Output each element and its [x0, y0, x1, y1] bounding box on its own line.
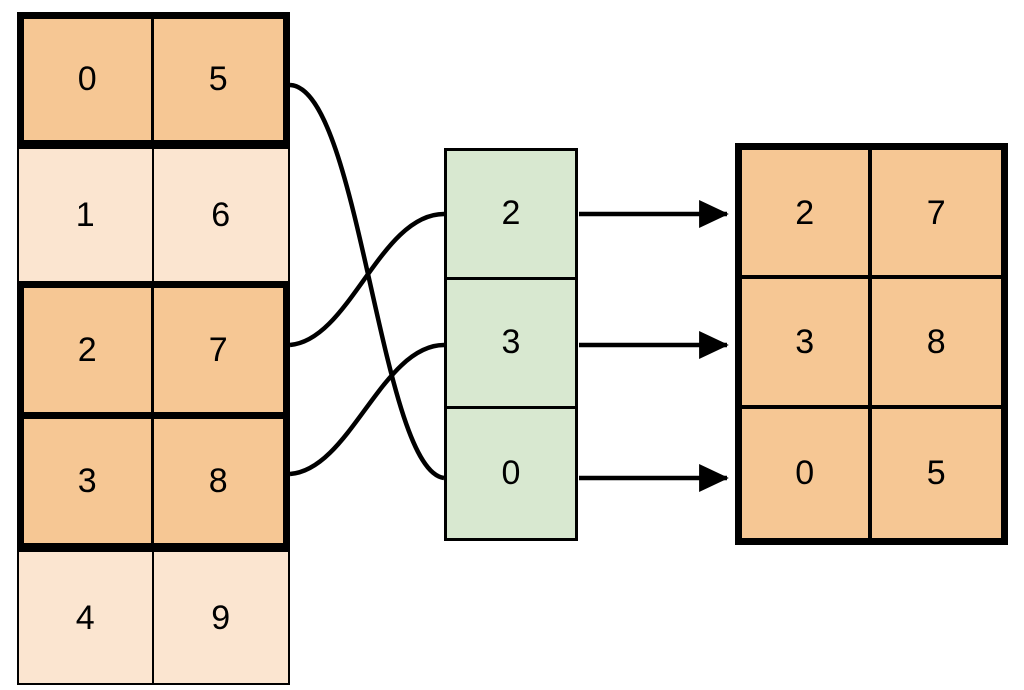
result-cell-0-0: 2	[742, 150, 872, 276]
index-cell-0[interactable]: 2	[447, 151, 575, 280]
source-cell-2-0: 2	[24, 288, 154, 412]
source-row-1[interactable]: 1 6	[17, 146, 290, 282]
result-cell-0-1: 7	[871, 150, 1001, 276]
source-cell-3-0: 3	[24, 418, 154, 544]
source-row-0[interactable]: 0 5	[17, 12, 290, 147]
source-cell-0-1: 5	[153, 19, 283, 140]
result-array-table: 2 7 3 8 0 5	[735, 143, 1008, 545]
source-cell-4-0: 4	[19, 552, 154, 683]
curve-source3-to-index1	[289, 342, 445, 477]
index-cell-2[interactable]: 0	[447, 408, 575, 538]
source-cell-2-1: 7	[153, 288, 283, 412]
result-cell-1-0: 3	[742, 279, 872, 405]
result-cell-2-1: 5	[871, 408, 1001, 538]
index-vector-column: 2 3 0	[444, 148, 578, 541]
source-row-3[interactable]: 3 8	[17, 415, 290, 551]
result-cell-1-1: 8	[871, 279, 1001, 405]
result-row-1[interactable]: 3 8	[742, 279, 1001, 409]
source-row-4[interactable]: 4 9	[17, 550, 290, 685]
result-cell-2-0: 0	[742, 408, 872, 538]
curve-source2-to-index0	[289, 211, 445, 348]
result-row-2[interactable]: 0 5	[742, 408, 1001, 538]
source-cell-1-0: 1	[19, 148, 154, 282]
curve-source0-to-index2	[289, 82, 445, 481]
source-row-2[interactable]: 2 7	[17, 281, 290, 416]
source-cell-0-0: 0	[24, 19, 154, 140]
index-cell-1[interactable]: 3	[447, 279, 575, 409]
source-array-table: 0 5 1 6 2 7 3 8 4 9	[17, 12, 290, 685]
result-row-0[interactable]: 2 7	[742, 150, 1001, 280]
source-cell-4-1: 9	[153, 552, 288, 683]
source-cell-3-1: 8	[153, 418, 283, 544]
source-cell-1-1: 6	[153, 148, 288, 282]
